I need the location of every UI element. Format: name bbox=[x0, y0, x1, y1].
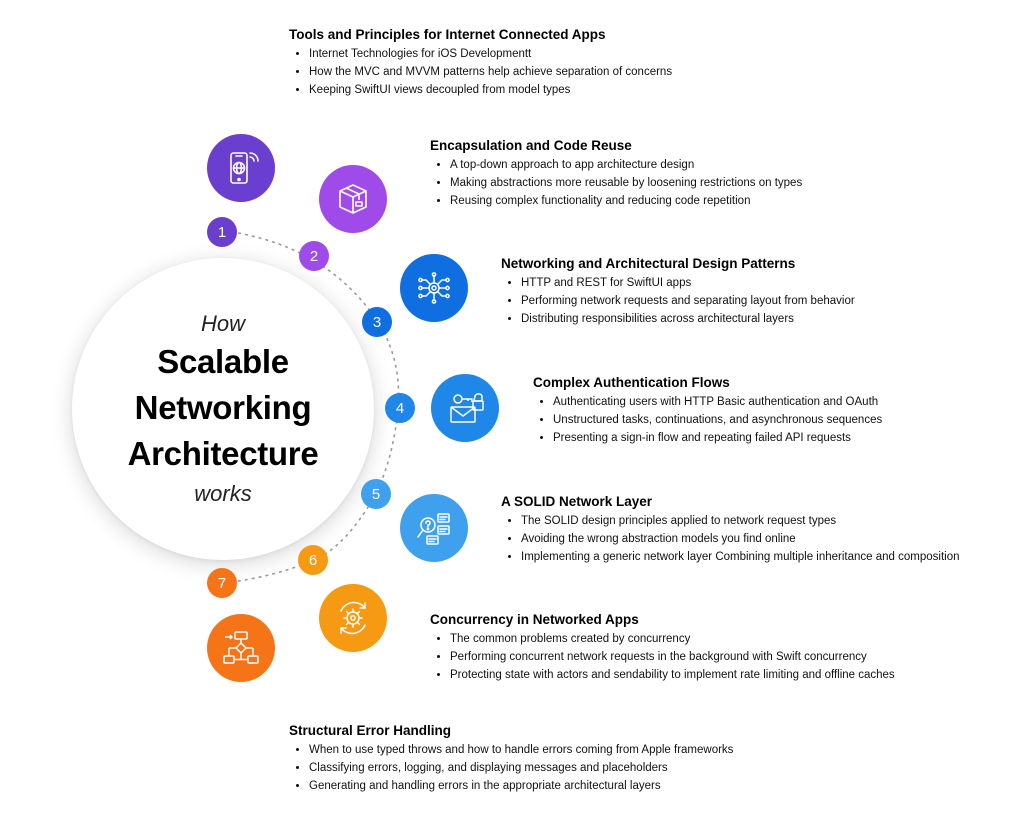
flowchart-icon bbox=[207, 614, 275, 682]
center-title-line-1: Scalable bbox=[157, 343, 289, 380]
step-number-2: 2 bbox=[299, 241, 329, 271]
gear-cycle-icon bbox=[319, 584, 387, 652]
section-5-item: The SOLID design principles applied to n… bbox=[521, 512, 960, 530]
section-3-list: HTTP and REST for SwiftUI apps Performin… bbox=[501, 274, 855, 328]
section-5: A SOLID Network Layer The SOLID design p… bbox=[501, 494, 960, 566]
section-2-title: Encapsulation and Code Reuse bbox=[430, 138, 632, 153]
section-5-item: Avoiding the wrong abstraction models yo… bbox=[521, 530, 960, 548]
section-1: Tools and Principles for Internet Connec… bbox=[289, 27, 672, 99]
section-4-item: Authenticating users with HTTP Basic aut… bbox=[553, 393, 882, 411]
section-2-item: Reusing complex functionality and reduci… bbox=[450, 192, 802, 210]
center-title-line-2: Networking bbox=[134, 389, 312, 426]
section-4-list: Authenticating users with HTTP Basic aut… bbox=[533, 393, 882, 447]
step-number-5: 5 bbox=[361, 479, 391, 509]
section-6-list: The common problems created by concurren… bbox=[430, 630, 895, 684]
section-7-item: Classifying errors, logging, and display… bbox=[309, 759, 733, 777]
section-5-list: The SOLID design principles applied to n… bbox=[501, 512, 960, 566]
center-title-line-3: Architecture bbox=[127, 435, 319, 472]
section-1-item: How the MVC and MVVM patterns help achie… bbox=[309, 63, 672, 81]
section-2-item: Making abstractions more reusable by loo… bbox=[450, 174, 802, 192]
step-number-3: 3 bbox=[362, 307, 392, 337]
section-1-list: Internet Technologies for iOS Developmen… bbox=[289, 45, 672, 99]
network-chip-icon bbox=[400, 254, 468, 322]
section-4-item: Unstructured tasks, continuations, and a… bbox=[553, 411, 882, 429]
section-5-item: Implementing a generic network layer Com… bbox=[521, 548, 960, 566]
section-4: Complex Authentication Flows Authenticat… bbox=[533, 375, 882, 447]
section-2: Encapsulation and Code Reuse A top-down … bbox=[430, 138, 802, 210]
section-1-item: Internet Technologies for iOS Developmen… bbox=[309, 45, 672, 63]
section-4-title: Complex Authentication Flows bbox=[533, 375, 730, 390]
section-3: Networking and Architectural Design Patt… bbox=[501, 256, 855, 328]
section-5-title: A SOLID Network Layer bbox=[501, 494, 653, 509]
section-3-item: HTTP and REST for SwiftUI apps bbox=[521, 274, 855, 292]
section-6-title: Concurrency in Networked Apps bbox=[430, 612, 639, 627]
section-6-item: Protecting state with actors and sendabi… bbox=[450, 666, 895, 684]
mobile-globe-icon bbox=[207, 134, 275, 202]
search-documents-icon bbox=[400, 494, 468, 562]
center-lead-text: How bbox=[200, 311, 245, 336]
section-7-list: When to use typed throws and how to hand… bbox=[289, 741, 733, 795]
step-number-6: 6 bbox=[298, 545, 328, 575]
step-number-1: 1 bbox=[207, 217, 237, 247]
section-7-title: Structural Error Handling bbox=[289, 723, 452, 738]
key-envelope-icon bbox=[431, 374, 499, 442]
section-1-item: Keeping SwiftUI views decoupled from mod… bbox=[309, 81, 672, 99]
section-7-item: When to use typed throws and how to hand… bbox=[309, 741, 733, 759]
section-6: Concurrency in Networked Apps The common… bbox=[430, 612, 895, 684]
step-number-4: 4 bbox=[385, 393, 415, 423]
section-1-title: Tools and Principles for Internet Connec… bbox=[289, 27, 606, 42]
section-2-item: A top-down approach to app architecture … bbox=[450, 156, 802, 174]
section-7-item: Generating and handling errors in the ap… bbox=[309, 777, 733, 795]
step-number-7: 7 bbox=[207, 568, 237, 598]
center-tail-text: works bbox=[194, 481, 252, 506]
section-2-list: A top-down approach to app architecture … bbox=[430, 156, 802, 210]
section-6-item: The common problems created by concurren… bbox=[450, 630, 895, 648]
section-3-item: Performing network requests and separati… bbox=[521, 292, 855, 310]
section-3-item: Distributing responsibilities across arc… bbox=[521, 310, 855, 328]
package-box-icon bbox=[319, 165, 387, 233]
section-4-item: Presenting a sign-in flow and repeating … bbox=[553, 429, 882, 447]
section-7: Structural Error Handling When to use ty… bbox=[289, 723, 733, 795]
section-3-title: Networking and Architectural Design Patt… bbox=[501, 256, 796, 271]
section-6-item: Performing concurrent network requests i… bbox=[450, 648, 895, 666]
center-title-circle: How Scalable Networking Architecture wor… bbox=[72, 258, 374, 560]
